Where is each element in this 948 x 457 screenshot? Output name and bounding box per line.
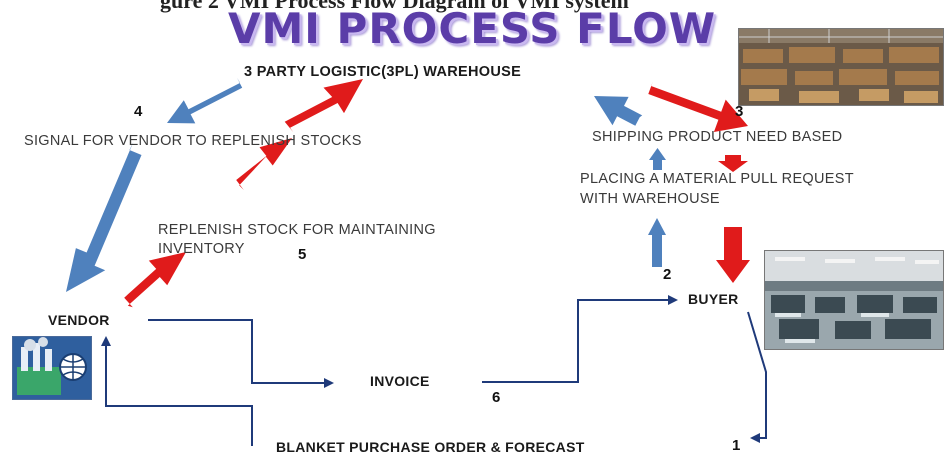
arrow-signal-to-vendor <box>66 141 142 292</box>
warehouse-photo <box>738 28 944 106</box>
arrow-shipping-to-warehouse <box>594 96 643 126</box>
arrow-vendor-to-replenish <box>124 252 186 308</box>
line-blanket-to-vendor <box>101 336 253 446</box>
label-signal: SIGNAL FOR VENDOR TO REPLENISH STOCKS <box>24 133 362 149</box>
step-number-5: 5 <box>298 246 307 263</box>
label-replenish-line1: REPLENISH STOCK FOR MAINTAINING <box>158 222 436 238</box>
line-buyer-to-blanket <box>747 311 767 443</box>
factory-globe-image <box>13 337 91 399</box>
arrow-warehouse-to-shipping <box>648 82 748 132</box>
arrow-buyer-to-pull <box>648 218 666 267</box>
office-photo-image <box>765 251 943 349</box>
arrow-pull-to-buyer <box>716 227 750 283</box>
label-warehouse: 3 PARTY LOGISTIC(3PL) WAREHOUSE <box>244 64 522 80</box>
arrow-warehouse-to-signal <box>167 77 243 124</box>
step-number-4: 4 <box>134 103 143 120</box>
step-number-1: 1 <box>732 437 741 454</box>
figure-caption-fragment: gure 2 VMI Process Flow Diagram of VMI s… <box>160 0 629 13</box>
label-vendor: VENDOR <box>48 312 110 328</box>
step-number-3: 3 <box>735 103 744 120</box>
step-number-6: 6 <box>492 389 501 406</box>
arrow-replenish-to-signal <box>236 138 292 190</box>
label-pull-request-line2: WITH WAREHOUSE <box>580 191 720 207</box>
factory-globe-icon <box>12 336 92 400</box>
arrow-shipping-to-pull <box>718 155 748 172</box>
line-invoice-to-buyer <box>482 295 678 383</box>
label-buyer: BUYER <box>688 291 739 307</box>
warehouse-photo-image <box>739 29 943 105</box>
label-replenish-line2: INVENTORY <box>158 241 245 257</box>
diagram-title: VMI PROCESS FLOW <box>228 4 717 53</box>
line-vendor-to-invoice <box>148 319 334 388</box>
office-photo <box>764 250 944 350</box>
label-shipping: SHIPPING PRODUCT NEED BASED <box>592 129 843 145</box>
label-invoice: INVOICE <box>370 373 430 389</box>
label-pull-request-line1: PLACING A MATERIAL PULL REQUEST <box>580 171 854 187</box>
arrow-pull-to-shipping <box>649 148 666 170</box>
label-blanket: BLANKET PURCHASE ORDER & FORECAST <box>276 439 585 455</box>
step-number-2: 2 <box>663 266 672 283</box>
arrow-signal-to-warehouse <box>284 79 363 133</box>
